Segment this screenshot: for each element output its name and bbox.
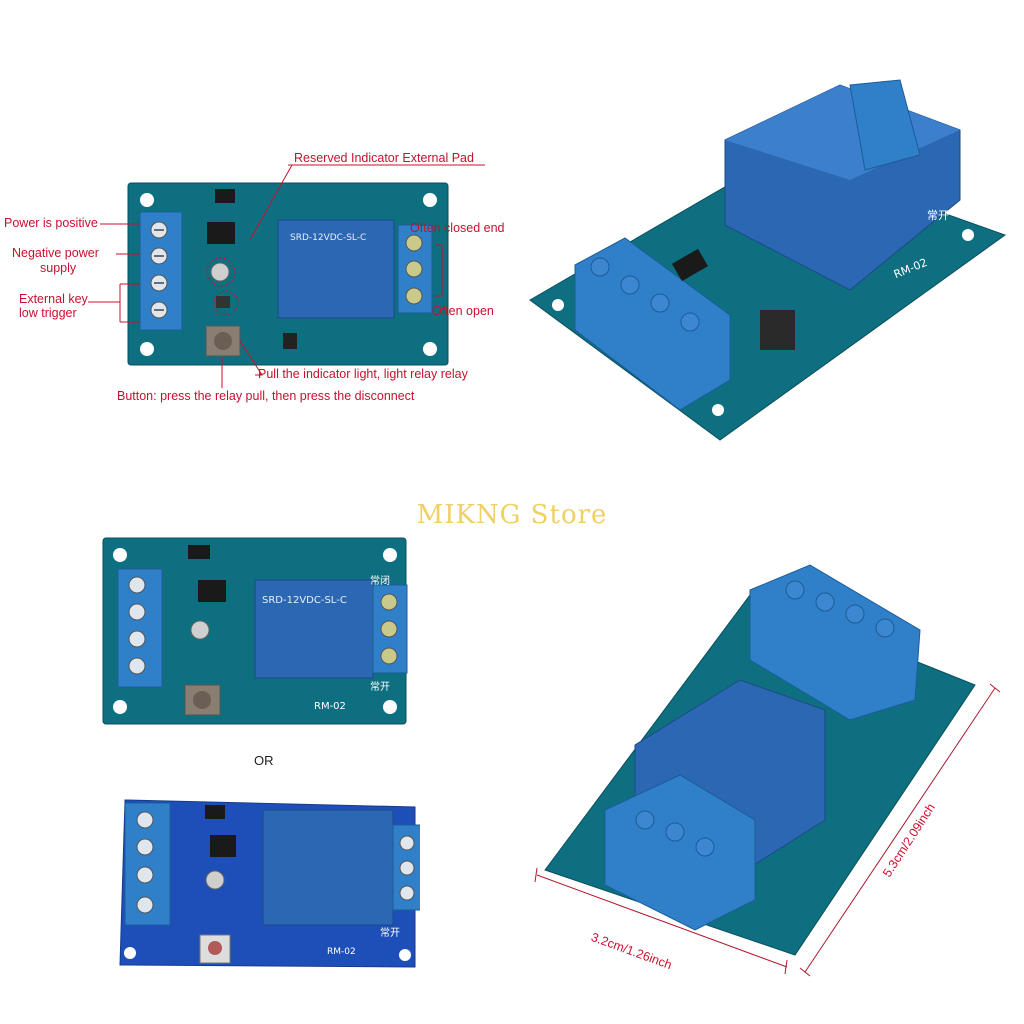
dimension-board-photo bbox=[534, 564, 1001, 977]
board-photo-blue bbox=[119, 799, 420, 968]
board-code-middle: RM-02 bbox=[314, 701, 346, 712]
or-separator: OR bbox=[254, 753, 274, 768]
label-button-desc: Button: press the relay pull, then press… bbox=[117, 389, 415, 403]
board-code-blue: RM-02 bbox=[327, 947, 356, 957]
label-power-positive: Power is positive bbox=[4, 216, 98, 230]
label-external-key-2: low trigger bbox=[19, 306, 77, 320]
label-external-key: External key bbox=[19, 292, 88, 306]
label-negative-power: Negative power bbox=[12, 246, 99, 260]
nc-mark-middle: 常闭 bbox=[370, 576, 390, 587]
label-reserved-indicator: Reserved Indicator External Pad bbox=[294, 151, 474, 165]
no-mark-tr: 常开 bbox=[927, 209, 949, 222]
perspective-board-photo bbox=[529, 79, 1007, 441]
label-pull-indicator: Pull the indicator light, light relay re… bbox=[258, 367, 468, 381]
no-mark-middle: 常开 bbox=[370, 682, 390, 693]
relay-model-middle: SRD-12VDC-SL-C bbox=[262, 595, 347, 606]
label-often-closed: Often closed end bbox=[410, 221, 505, 235]
annotated-board-photo: SRD-12VDC-SL-C bbox=[88, 164, 485, 388]
store-watermark: MIKNG Store bbox=[416, 500, 608, 530]
label-often-open: Often open bbox=[432, 304, 494, 318]
board-photo-middle bbox=[102, 537, 408, 725]
label-negative-power-2: supply bbox=[40, 261, 77, 275]
no-mark-blue: 常开 bbox=[380, 928, 400, 939]
relay-model-text: SRD-12VDC-SL-C bbox=[290, 233, 366, 243]
